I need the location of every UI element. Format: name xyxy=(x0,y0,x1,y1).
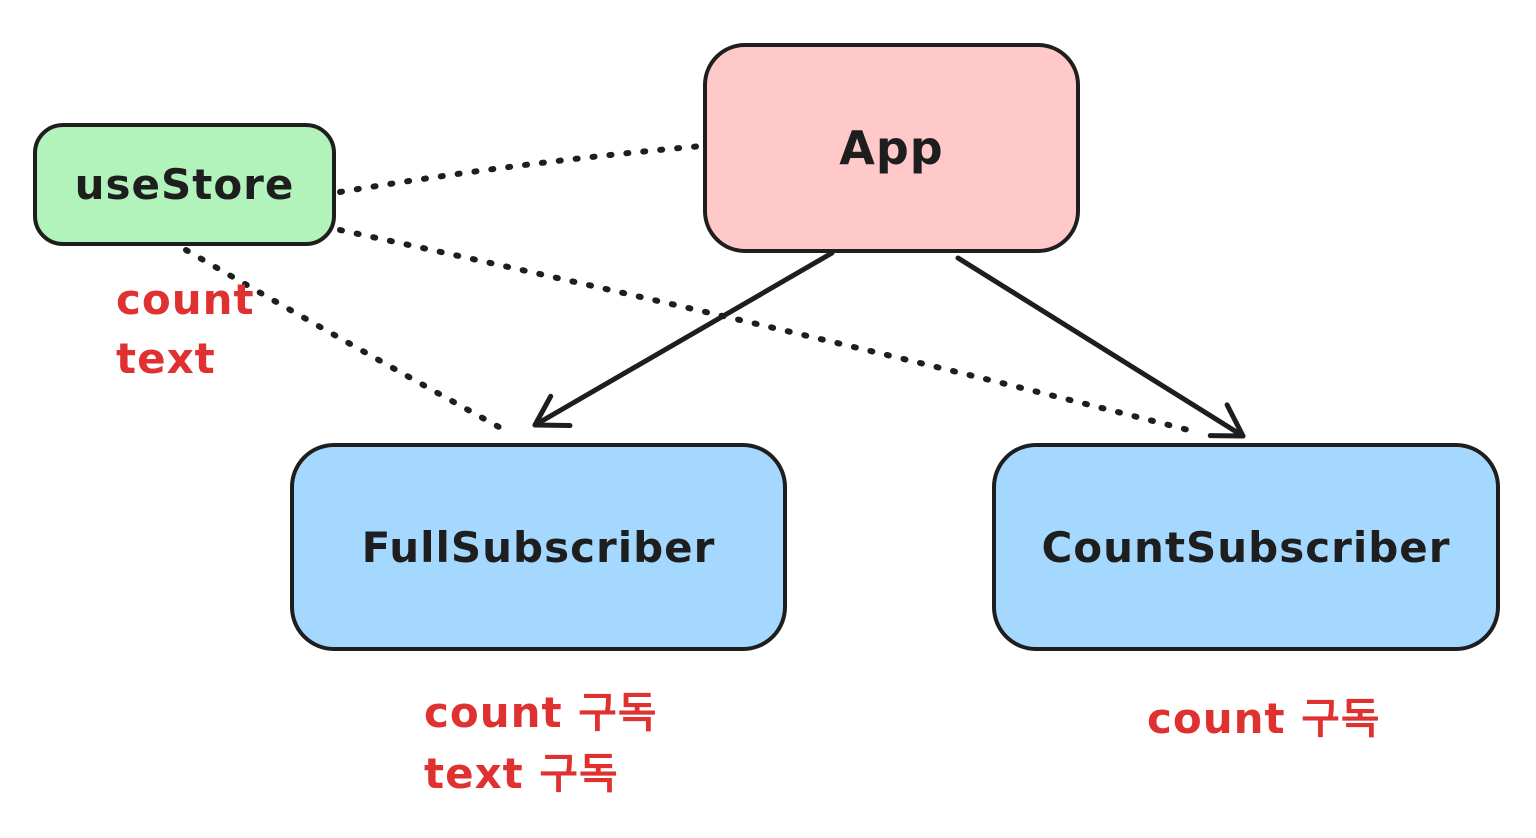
fullsubscriber-subscription-note: count 구독 text 구독 xyxy=(424,682,658,804)
node-countsubscriber: CountSubscriber xyxy=(992,443,1500,651)
node-countsubscriber-label: CountSubscriber xyxy=(1041,522,1451,572)
countsubscriber-subscription-note: count 구독 xyxy=(1147,688,1381,749)
edge-usestore-to-app-dotted xyxy=(337,143,705,195)
fullsubscriber-subscription-note-line2: text 구독 xyxy=(424,749,619,798)
node-usestore: useStore xyxy=(33,123,336,246)
node-fullsubscriber-label: FullSubscriber xyxy=(361,522,716,572)
node-app-label: App xyxy=(839,121,944,175)
node-app: App xyxy=(703,43,1080,253)
edge-app-to-fullsubscriber-arrow xyxy=(532,250,835,429)
usestore-state-note-line1: count xyxy=(116,275,255,324)
node-usestore-label: useStore xyxy=(74,160,295,209)
countsubscriber-subscription-note-line1: count 구독 xyxy=(1147,694,1381,743)
edge-usestore-to-countsubscriber-dotted xyxy=(337,227,1203,436)
usestore-state-note-line2: text xyxy=(116,334,216,383)
usestore-state-note: count text xyxy=(116,270,255,388)
node-fullsubscriber: FullSubscriber xyxy=(290,443,787,651)
fullsubscriber-subscription-note-line1: count 구독 xyxy=(424,688,658,737)
edge-app-to-countsubscriber-arrow xyxy=(955,255,1246,439)
